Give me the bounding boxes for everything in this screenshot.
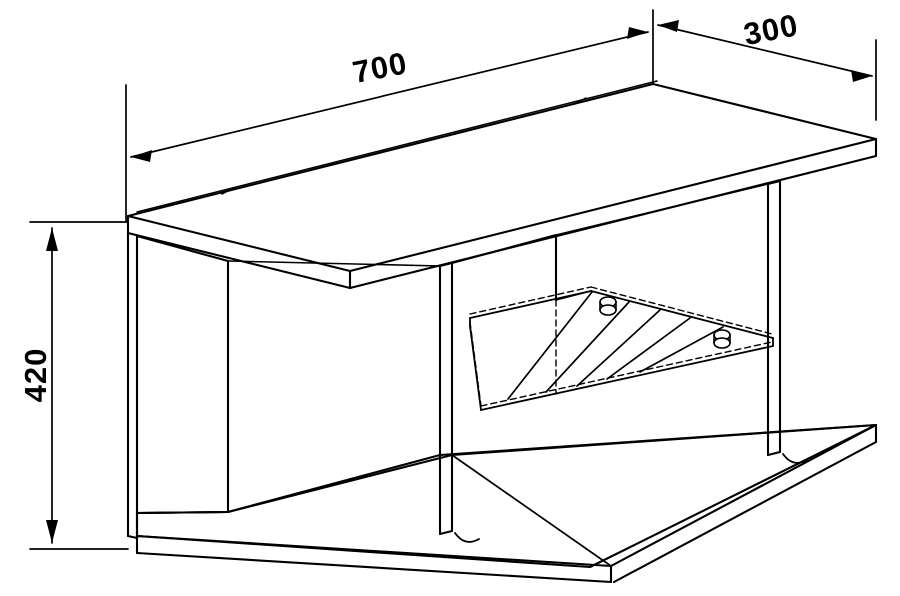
middle-divider-panel: [438, 233, 558, 536]
glass-hatch-5: [639, 326, 724, 373]
base-front-lower-edge: [612, 440, 878, 584]
glass-hatch-4: [606, 317, 691, 380]
foot-right: [782, 453, 808, 464]
left-panel-bottom-edge: [126, 534, 139, 540]
glass-hidden-right: [590, 286, 773, 335]
base-front-edge: [609, 423, 878, 568]
glass-shelf-hidden-edges: [469, 286, 773, 407]
dimension-line-depth: [657, 24, 873, 77]
base-inner-back-edge: [226, 453, 454, 514]
glass-shelf-right-back-edge: [590, 290, 774, 339]
bottom-base-top-face: [135, 423, 878, 569]
seam-tick-left: [221, 187, 235, 195]
base-front-left-edge: [135, 534, 613, 568]
arrow-head-height-bottom: [46, 520, 58, 543]
top-underside-left-compartment: [227, 260, 441, 267]
right-side-panel: [766, 179, 782, 457]
top-panel-top-face: [126, 82, 878, 273]
shelf-support-pin-rear: [599, 296, 617, 316]
glass-hatch-2: [545, 301, 630, 393]
glass-shelf: [469, 286, 774, 411]
base-back-edge-left: [135, 510, 230, 515]
arrow-head-depth-left: [658, 20, 679, 32]
arrow-head-width-left: [131, 150, 152, 162]
base-middle-front-lines: [451, 454, 612, 567]
top-underside-right-compartment: [555, 183, 769, 236]
glass-hidden-front-long: [480, 341, 773, 407]
dimension-label-depth: 300: [741, 7, 801, 52]
feet: [454, 453, 808, 543]
dimension-label-width: 700: [350, 45, 410, 90]
glass-to-divider-link: [555, 290, 592, 301]
left-panel-inner-top-edge: [135, 234, 230, 263]
glass-shelf-front-edge: [480, 345, 774, 411]
right-panel-bottom-edge: [766, 450, 782, 457]
glass-hidden-front: [469, 321, 482, 407]
foot-center: [454, 532, 480, 543]
pin-rear-lower-ellipse: [599, 304, 617, 316]
bottom-base-panel: [135, 423, 878, 584]
interior-construction-lines: [227, 183, 769, 267]
base-front-left-lower: [135, 551, 613, 584]
top-panel-seam-ticks: [136, 80, 658, 213]
arrow-head-depth-right: [851, 70, 872, 82]
pin-front-lower-ellipse: [713, 337, 731, 349]
glass-hatch-3: [576, 309, 661, 387]
base-riser-divider-to-front: [451, 454, 612, 567]
divider-rear-top-link: [450, 233, 558, 265]
left-side-panel: [126, 231, 230, 540]
glass-hidden-back: [469, 286, 592, 315]
arrow-head-height-top: [46, 228, 58, 251]
glass-hatch-lines: [507, 291, 724, 400]
divider-top-edge: [438, 261, 454, 268]
arrow-head-width-right: [627, 27, 648, 39]
top-panel-back-seam: [136, 80, 658, 213]
right-panel-top-edge: [766, 179, 782, 186]
dimension-lines: [29, 9, 877, 550]
dimension-label-height: 420: [18, 348, 53, 403]
divider-bottom-edge: [438, 529, 454, 536]
dimension-line-width: [130, 31, 649, 158]
shelf-support-pin-front: [713, 329, 731, 349]
glass-hatch-1: [507, 291, 593, 400]
base-back-edge-right: [450, 423, 878, 457]
